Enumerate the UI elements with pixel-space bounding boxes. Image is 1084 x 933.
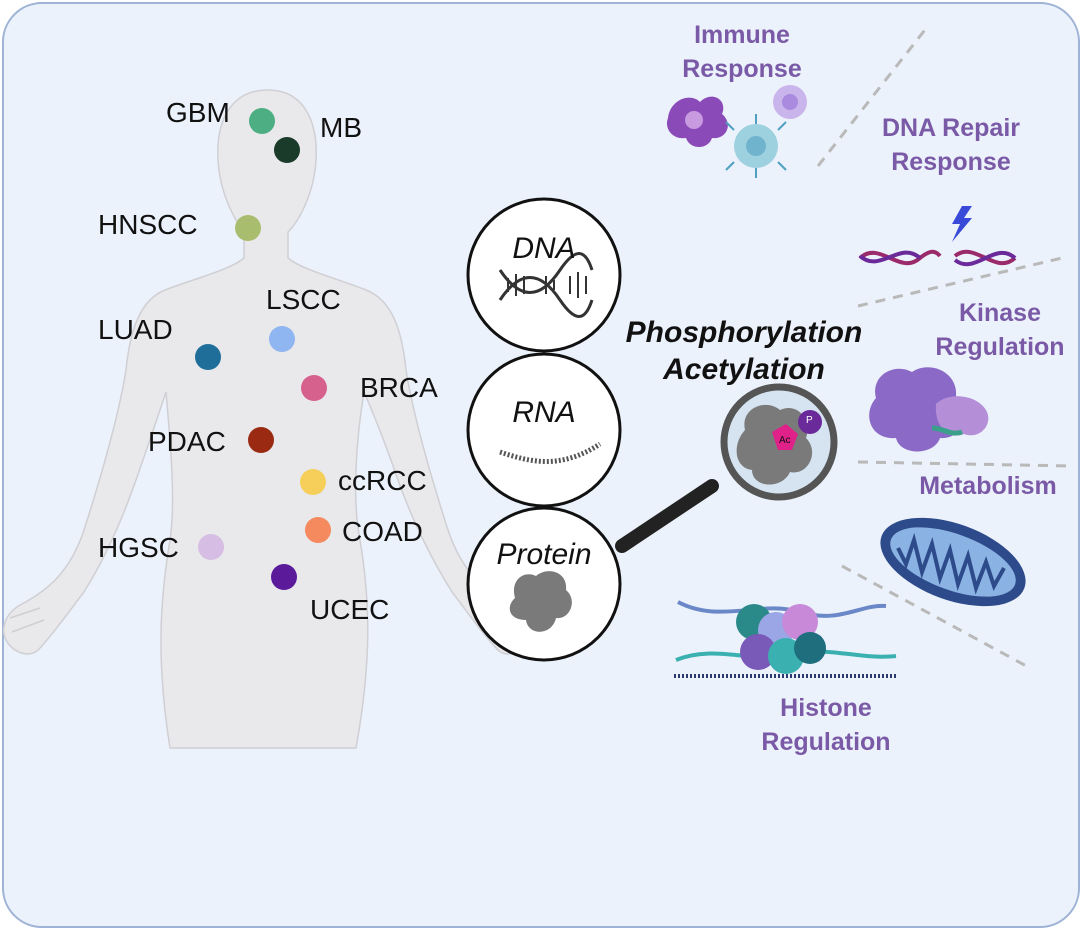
cancer-dot-lscc [269, 326, 295, 352]
body-silhouette-icon [2, 89, 530, 749]
process-dna-repair-line2: Response [891, 148, 1011, 176]
cancer-label-pdac: PDAC [148, 426, 226, 457]
cancer-label-hnscc: HNSCC [98, 209, 198, 240]
cancer-dot-brca [301, 375, 327, 401]
cancer-label-hgsc: HGSC [98, 532, 179, 563]
ptm-line-phosphorylation: Phosphorylation [625, 316, 863, 349]
cancer-dot-hgsc [198, 534, 224, 560]
cancer-dot-luad [195, 344, 221, 370]
cancer-dot-gbm [249, 108, 275, 134]
process-kinase-line2: Regulation [935, 333, 1065, 361]
section-dividers [816, 25, 1073, 670]
process-metabolism-line1: Metabolism [919, 472, 1057, 500]
cancer-dot-ccrcc [300, 469, 326, 495]
acetyl-tag: Ac [779, 435, 791, 446]
cancer-dot-hnscc [235, 215, 261, 241]
immune-cells-icon [666, 85, 807, 178]
nucleosome-icon [674, 600, 897, 678]
omics-label-dna: DNA [512, 232, 576, 265]
cancer-label-luad: LUAD [98, 314, 173, 345]
cancer-label-coad: COAD [342, 516, 423, 547]
process-dna-repair: DNA Repair Response [866, 111, 1036, 179]
process-immune: Immune Response [672, 18, 812, 86]
rna-circle [466, 352, 622, 508]
process-kinase-line1: Kinase [959, 299, 1041, 327]
ptm-line-acetylation: Acetylation [663, 353, 825, 386]
dna-circle [466, 197, 622, 353]
process-histone-line2: Regulation [761, 728, 891, 756]
process-metabolism: Metabolism [902, 469, 1074, 503]
dna-damage-icon [858, 206, 1017, 267]
protein-icon [509, 571, 572, 632]
cancer-dot-mb [274, 137, 300, 163]
phospho-tag: P [806, 415, 813, 426]
mitochondrion-icon [880, 517, 1026, 607]
omics-label-protein: Protein [496, 538, 592, 571]
cancer-label-ccrcc: ccRCC [338, 465, 427, 496]
process-kinase: Kinase Regulation [922, 296, 1078, 364]
process-immune-line1: Immune [694, 21, 790, 49]
cancer-dot-ucec [271, 564, 297, 590]
process-immune-line2: Response [682, 55, 802, 83]
cancer-label-lscc: LSCC [266, 284, 341, 315]
process-histone: Histone Regulation [746, 691, 906, 759]
kinase-icon [869, 367, 989, 452]
process-histone-line1: Histone [780, 694, 872, 722]
process-dna-repair-line1: DNA Repair [882, 114, 1020, 142]
cancer-dot-coad [305, 517, 331, 543]
cancer-dots [195, 108, 331, 590]
omics-label-rna: RNA [512, 396, 576, 429]
cancer-label-brca: BRCA [360, 372, 438, 403]
magnifier-icon [615, 383, 838, 553]
cancer-label-mb: MB [320, 112, 362, 143]
cancer-label-ucec: UCEC [310, 594, 390, 625]
cancer-label-gbm: GBM [166, 97, 230, 128]
cancer-dot-pdac [248, 427, 274, 453]
dna-helix-icon [498, 252, 594, 318]
